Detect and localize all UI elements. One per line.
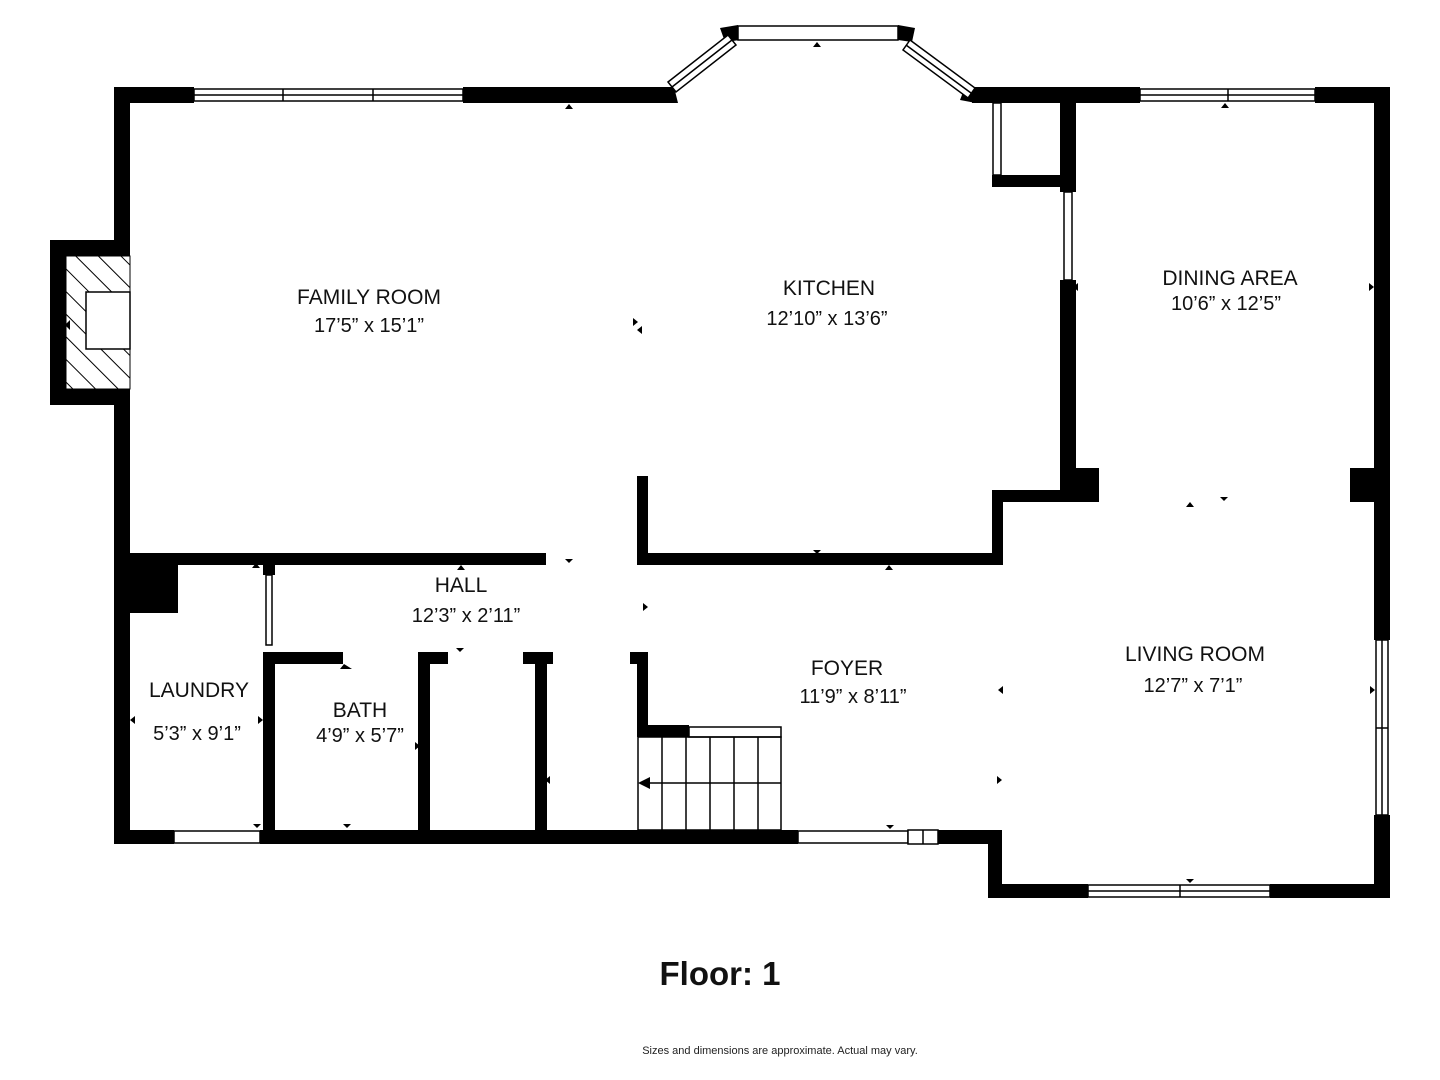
- floor-title: Floor: 1: [659, 955, 781, 992]
- disclaimer-text: Sizes and dimensions are approximate. Ac…: [642, 1045, 918, 1057]
- room-name: LIVING ROOM: [1125, 643, 1265, 666]
- room-dimensions: 4’9” x 5’7”: [316, 725, 404, 747]
- room-name: KITCHEN: [783, 277, 875, 300]
- room-dimensions: 12’7” x 7’1”: [1144, 675, 1243, 697]
- fireplace-icon: [65, 255, 131, 390]
- room-name: FAMILY ROOM: [297, 286, 441, 309]
- room-dimensions: 11’9” x 8’11”: [799, 686, 906, 708]
- room-name: DINING AREA: [1162, 267, 1297, 290]
- room-bath: BATH 4’9” x 5’7”: [316, 699, 404, 747]
- room-name: BATH: [333, 699, 387, 722]
- room-hall: HALL 12’3” x 2’11”: [412, 574, 521, 627]
- room-name: HALL: [435, 574, 488, 597]
- room-dimensions: 5’3” x 9’1”: [153, 723, 241, 745]
- room-kitchen: KITCHEN 12’10” x 13’6”: [766, 277, 887, 330]
- room-laundry: LAUNDRY 5’3” x 9’1”: [149, 679, 249, 745]
- stairs-icon: [637, 726, 782, 831]
- room-dimensions: 12’3” x 2’11”: [412, 605, 521, 627]
- room-foyer: FOYER 11’9” x 8’11”: [799, 657, 906, 708]
- windows: [173, 25, 1389, 898]
- room-dimensions: 12’10” x 13’6”: [766, 308, 887, 330]
- room-living-room: LIVING ROOM 12’7” x 7’1”: [1125, 643, 1265, 697]
- dimension-markers: [65, 42, 1375, 883]
- room-family-room: FAMILY ROOM 17’5” x 15’1”: [297, 286, 441, 337]
- room-name: FOYER: [811, 657, 883, 680]
- room-dimensions: 17’5” x 15’1”: [314, 315, 424, 337]
- walls: [50, 87, 1390, 898]
- room-dimensions: 10’6” x 12’5”: [1171, 293, 1281, 315]
- room-dining-area: DINING AREA 10’6” x 12’5”: [1162, 267, 1297, 315]
- room-name: LAUNDRY: [149, 679, 249, 702]
